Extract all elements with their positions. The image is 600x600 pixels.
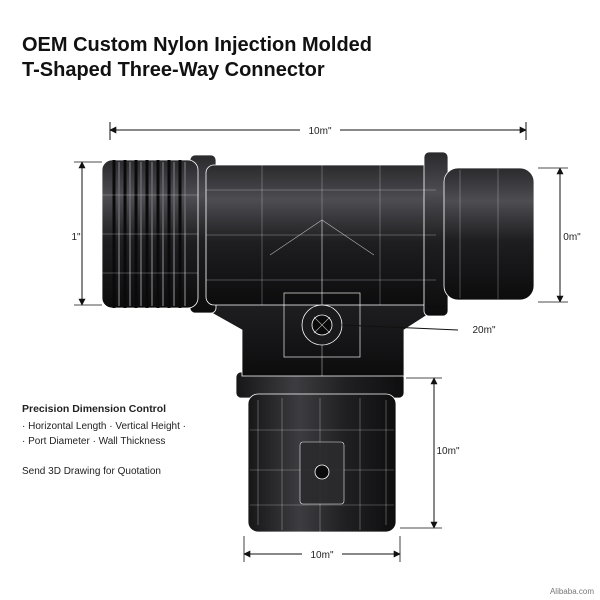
product-title: OEM Custom Nylon Injection Molded T-Shap… [22,33,372,83]
right-socket [443,167,535,301]
info-heading: Precision Dimension Control [22,403,167,415]
left-thread [101,159,199,309]
dimension-lines: 10m" 1" 0m" 20m" 10m" 10m" [71,122,581,562]
title-line-1: OEM Custom Nylon Injection Molded [22,34,372,56]
main-body [189,151,535,377]
dim-center-port-label: 20m" [472,325,495,336]
dim-left-height-label: 1" [71,232,81,243]
center-port-frame [283,292,361,358]
dim-bottom-width-label: 10m" [310,550,333,561]
dim-center-port-leader [341,324,459,331]
dim-top-width-label: 10m" [308,126,331,137]
info-block: Precision Dimension Control · Horizontal… [22,403,186,477]
title-line-2: T-Shaped Three-Way Connector [22,59,325,81]
info-line-1: · Horizontal Length · Vertical Height · [22,421,186,432]
quotation-cta: Send 3D Drawing for Quotation [22,466,161,477]
bottom-leg [235,371,405,533]
dim-right-height-label: 0m" [563,232,581,243]
dim-bottom-height-label: 10m" [436,446,459,457]
bottom-leg-hole-icon [314,464,330,480]
watermark: Alibaba.com [549,587,594,596]
info-line-2: · Port Diameter · Wall Thickness [22,436,166,447]
